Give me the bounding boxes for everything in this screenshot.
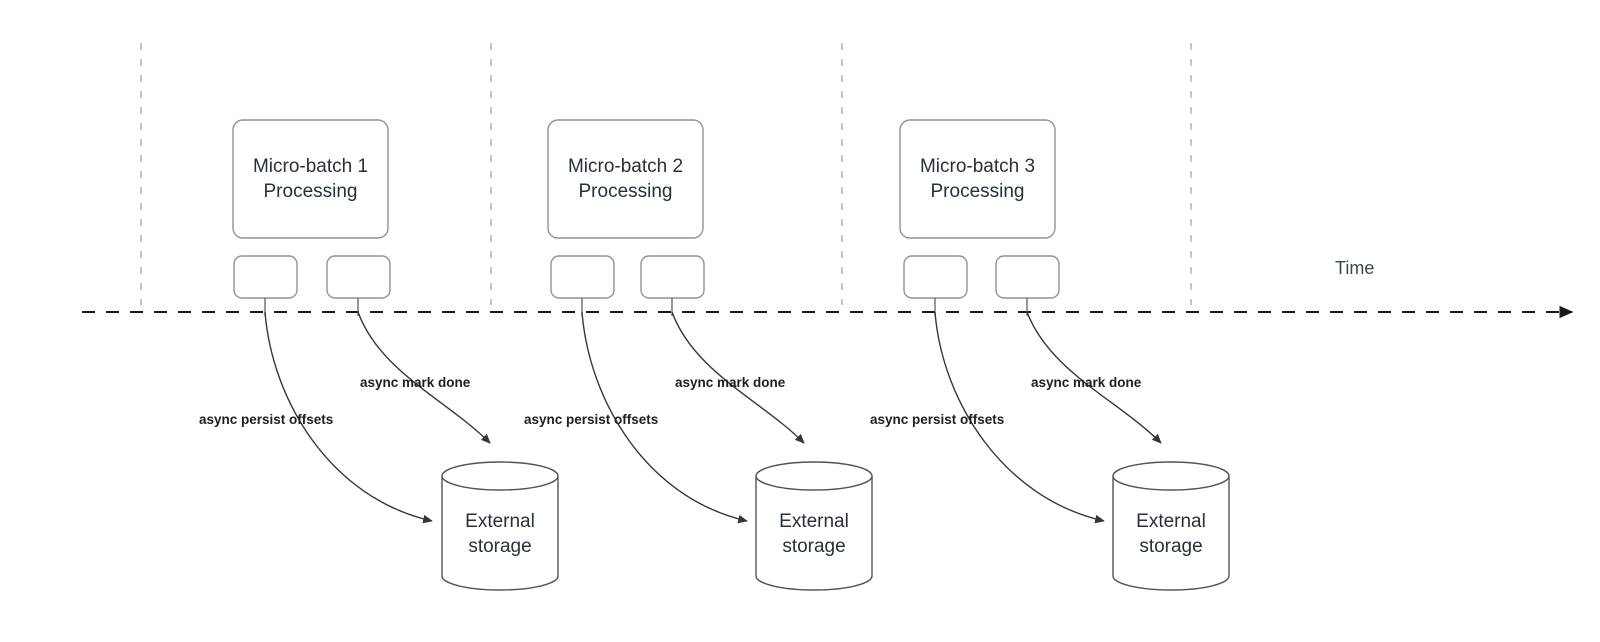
group-2-mark-done-task[interactable] [640,255,705,299]
group-3-cylinder-body [1112,476,1230,591]
group-1-persist-offsets-label: async persist offsets [199,412,333,427]
group-3-persist-offsets-label: async persist offsets [870,412,1004,427]
group-2-cylinder-body [755,476,873,591]
micro-batch-2-label-line1: Micro-batch 2 [568,156,683,177]
group-2-mark-done-label: async mark done [675,375,786,390]
group-1-mark-done-task[interactable] [326,255,391,299]
micro-batch-3-label-line1: Micro-batch 3 [920,156,1035,177]
group-2-external-storage[interactable]: External storage [755,461,873,591]
group-2-storage-label-line1: External [779,511,849,532]
group-1-cylinder-top [441,461,559,491]
group-3-persist-offsets-edge [934,311,1105,524]
group-3-persist-offsets-task[interactable] [903,255,968,299]
group-2-cylinder-top [755,461,873,491]
group-2-mark-done-edge [671,311,805,444]
micro-batch-1-box[interactable] [232,119,389,239]
group-2-storage-label-line2: storage [782,536,845,557]
micro-batch-1-label-line1: Micro-batch 1 [253,156,368,177]
group-3-mark-done-label: async mark done [1031,375,1142,390]
group-1-external-storage[interactable]: External storage [441,461,559,591]
group-2: Micro-batch 2 Processing async persist o… [524,119,873,591]
group-1-storage-label-line1: External [465,511,535,532]
group-3-external-storage[interactable]: External storage [1112,461,1230,591]
group-3-cylinder-top [1112,461,1230,491]
timeline-ticks [140,43,1192,305]
group-2-persist-offsets-edge [581,311,748,524]
group-3-mark-done-task[interactable] [995,255,1060,299]
group-1-mark-done-edge [357,311,491,444]
group-1-storage-label-line2: storage [468,536,531,557]
micro-batch-3-box[interactable] [899,119,1056,239]
group-2-persist-offsets-label: async persist offsets [524,412,658,427]
micro-batch-2-box[interactable] [547,119,704,239]
group-1-mark-done-label: async mark done [360,375,471,390]
group-2-persist-offsets-task[interactable] [550,255,615,299]
group-3-storage-label-line1: External [1136,511,1206,532]
group-1: Micro-batch 1 Processing async persist o… [199,119,559,591]
group-3-storage-label-line2: storage [1139,536,1202,557]
group-3-mark-done-edge [1026,311,1162,444]
micro-batch-1-label-line2: Processing [264,181,358,202]
group-1-persist-offsets-edge [264,311,433,524]
group-1-cylinder-body [441,476,559,591]
micro-batch-3-label-line2: Processing [931,181,1025,202]
group-1-persist-offsets-task[interactable] [233,255,298,299]
micro-batch-2-label-line2: Processing [579,181,673,202]
group-3: Micro-batch 3 Processing async persist o… [870,119,1230,591]
time-axis-label: Time [1335,258,1374,278]
